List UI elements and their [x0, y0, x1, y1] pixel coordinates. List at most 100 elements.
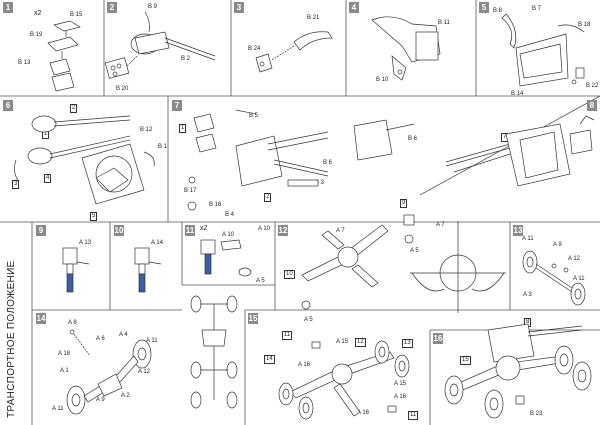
part-label: B 24 — [248, 46, 261, 52]
part-label: A 11 — [522, 236, 534, 242]
step-number-12: 12 — [278, 225, 288, 236]
callout-10: 10 — [284, 270, 295, 279]
callout-13: 13 — [402, 339, 413, 348]
part-label: B 16 — [209, 202, 222, 208]
part-label: B 17 — [184, 188, 197, 194]
part-label: A 11 — [146, 338, 158, 344]
step3-part-drawing — [255, 31, 333, 73]
part-label: A 4 — [119, 332, 128, 338]
part-label: B 13 — [18, 60, 31, 66]
callout-4: 4 — [44, 174, 52, 183]
callout-5: 5 — [90, 212, 98, 221]
part-label: B 22 — [586, 83, 599, 89]
carriage-travel-position-drawing — [190, 295, 238, 409]
callout-14: 14 — [264, 355, 275, 364]
part-label: A 10 — [258, 226, 271, 232]
part-label: B 15 — [70, 12, 83, 18]
part-label: A 3 — [523, 292, 532, 298]
part-label: B 1 — [158, 144, 168, 150]
part-label: B 7 — [532, 6, 542, 12]
step12-cruciform-base-drawing — [301, 214, 506, 313]
part-label: A 12 — [568, 256, 581, 262]
part-label: B 10 — [376, 77, 389, 83]
step-number-14: 14 — [36, 313, 46, 324]
side-title: ТРАНСПОРТНОЕ ПОЛОЖЕНИЕ — [6, 260, 17, 418]
part-label: A 18 — [58, 351, 71, 357]
part-label: B 5 — [249, 113, 259, 119]
part-label: B 11 — [438, 20, 450, 26]
part-label: A 15 — [394, 381, 407, 387]
part-label: B 19 — [30, 32, 43, 38]
part-label: A 15 — [336, 339, 349, 345]
part-label: A 2 — [121, 393, 130, 399]
part-label: B 12 — [140, 127, 153, 133]
step4-cradle-drawing — [371, 16, 441, 81]
part-label: A 5 — [256, 278, 265, 284]
part-label: A 14 — [151, 240, 164, 246]
part-label: A 13 — [79, 240, 92, 246]
callout-9: 9 — [400, 199, 408, 208]
part-label: A 5 — [410, 248, 419, 254]
part-label: A 16 — [394, 394, 407, 400]
step-number-1: 1 — [3, 2, 13, 13]
part-label: B 18 — [578, 22, 591, 28]
step11-axle-drawing — [200, 239, 252, 277]
step9-axle-drawing — [62, 247, 90, 293]
part-label: A 7 — [436, 222, 445, 228]
part-label: B 23 — [530, 411, 543, 417]
callout-11: 11 — [408, 411, 419, 420]
step-number-13: 13 — [513, 225, 523, 236]
part-label: A 16 — [298, 362, 311, 368]
part-label: B 14 — [511, 91, 524, 97]
part-label: A 11 — [573, 276, 585, 282]
part-label: B 2 — [181, 56, 191, 62]
part-label: B 21 — [307, 15, 320, 21]
step11-quantity-note: x2 — [200, 225, 208, 232]
step7-carriage-assembly-drawing — [187, 109, 415, 211]
part-label: A 11 — [52, 406, 64, 412]
part-label: B 8 — [493, 8, 503, 14]
step14-axle-assembly-drawing — [66, 329, 152, 415]
step8-gun-on-carriage-drawing — [445, 115, 595, 187]
part-label: B 4 — [225, 212, 235, 218]
part-label: A 9 — [553, 242, 562, 248]
part-label: A 12 — [138, 369, 151, 375]
step13-wheel-assembly-drawing — [522, 250, 586, 306]
callout-12: 12 — [355, 338, 366, 347]
callout-15: 15 — [460, 356, 471, 365]
part-label: B 6 — [323, 160, 333, 166]
callout-2: 2 — [70, 104, 78, 113]
part-label: A 5 — [304, 317, 313, 323]
part-label: A 6 — [96, 336, 105, 342]
part-label: B 6 — [408, 136, 418, 142]
step5-shield-drawing — [501, 13, 585, 87]
callout-3: 3 — [12, 180, 20, 189]
part-label: A 7 — [336, 228, 345, 234]
part-label: A 10 — [222, 232, 235, 238]
step6-turret-assembly-drawing — [14, 115, 155, 205]
step-number-7: 7 — [172, 100, 182, 111]
step-number-8: 8 — [587, 100, 597, 111]
part-label: A 16 — [357, 410, 370, 416]
step10-axle-drawing — [134, 247, 162, 293]
part-label: A 8 — [68, 320, 77, 326]
part-label: B 9 — [148, 4, 158, 10]
part-label: B 20 — [116, 86, 129, 92]
step-number-16: 16 — [433, 333, 443, 344]
step-number-5: 5 — [479, 2, 489, 13]
step-number-10: 10 — [114, 225, 124, 236]
step-number-2: 2 — [107, 2, 117, 13]
step-number-15: 15 — [248, 313, 258, 324]
callout-11: 11 — [282, 331, 293, 340]
step-number-11: 11 — [185, 225, 195, 236]
step-number-9: 9 — [36, 225, 46, 236]
step-number-3: 3 — [234, 2, 244, 13]
callout-2: 2 — [264, 193, 272, 202]
step-number-6: 6 — [3, 100, 13, 111]
step1-quantity-note: x2 — [34, 10, 42, 17]
step15-base-wheels-drawing — [278, 340, 410, 420]
step2-gun-assembly-drawing — [105, 11, 216, 79]
callout-1: 1 — [179, 124, 187, 133]
step1-part-drawing — [47, 20, 81, 92]
